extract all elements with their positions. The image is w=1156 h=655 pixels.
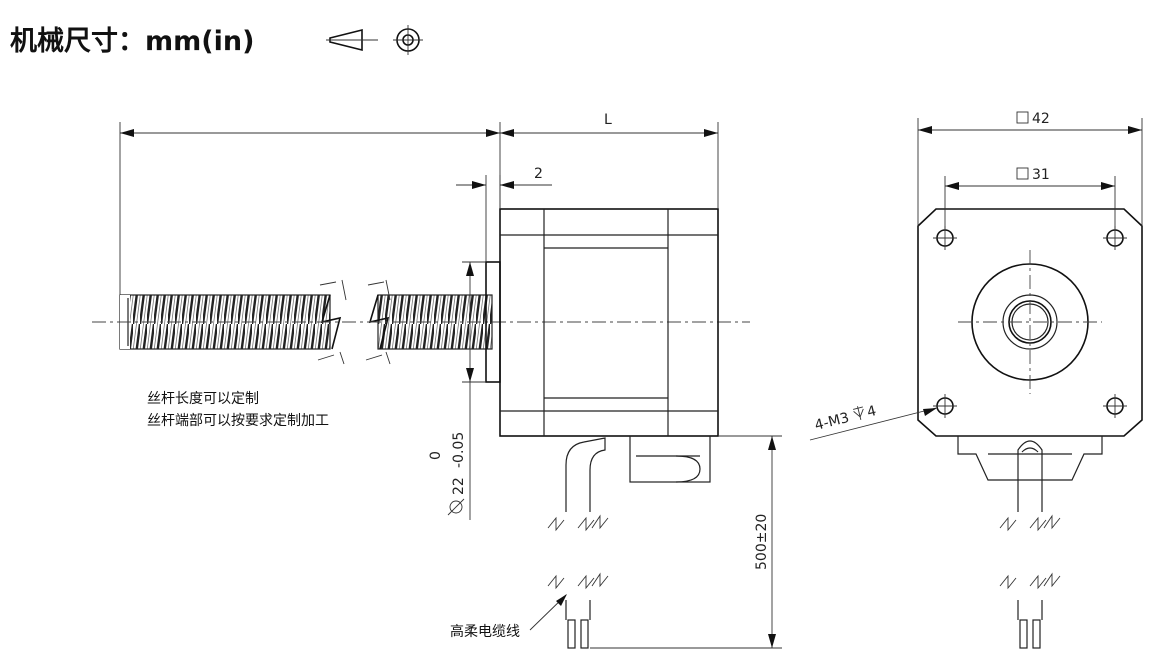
motor-front-view — [917, 208, 1143, 481]
square-icon — [1016, 167, 1029, 180]
depth-icon — [853, 406, 864, 420]
note-screw-end: 丝杆端部可以按要求定制加工 — [147, 413, 329, 429]
diameter-icon — [447, 498, 465, 516]
square-inner-label: 31 — [1032, 167, 1050, 183]
cable-length-dimension: 500±20 — [590, 435, 782, 649]
mounting-hole — [1103, 394, 1127, 418]
cable-callout: 高柔电缆线 — [450, 594, 567, 640]
boss-diameter-dimension: 0 -0.05 22 — [428, 261, 486, 520]
first-angle-projection-icon — [326, 25, 423, 55]
mount-holes-label: 4-M3 — [813, 410, 851, 434]
cable-side — [547, 478, 609, 649]
flange-gap-dimension: 2 — [456, 166, 552, 262]
screw-length-dimension — [119, 122, 500, 295]
page-title: 机械尺寸：mm(in) — [10, 26, 254, 57]
square-outer-label: 42 — [1032, 111, 1050, 127]
length-dimension: L — [499, 112, 719, 209]
mounting-hole — [933, 394, 957, 418]
cable-length-label: 500±20 — [754, 514, 770, 570]
flange-gap-label: 2 — [534, 166, 543, 182]
boss-diameter-label: 22 — [451, 477, 467, 495]
square-outer-dimension: 42 — [917, 111, 1143, 226]
square-icon — [1016, 111, 1029, 124]
boss-tol-lower: -0.05 — [451, 432, 467, 468]
square-inner-dimension: 31 — [944, 167, 1116, 230]
mount-depth-label: 4 — [865, 403, 878, 421]
cable-label: 高柔电缆线 — [450, 623, 520, 640]
length-label: L — [604, 112, 612, 128]
motor-side-view — [485, 208, 719, 483]
boss-tol-upper: 0 — [428, 451, 444, 460]
cable-front — [999, 480, 1061, 649]
note-screw-length: 丝杆长度可以定制 — [147, 391, 259, 407]
